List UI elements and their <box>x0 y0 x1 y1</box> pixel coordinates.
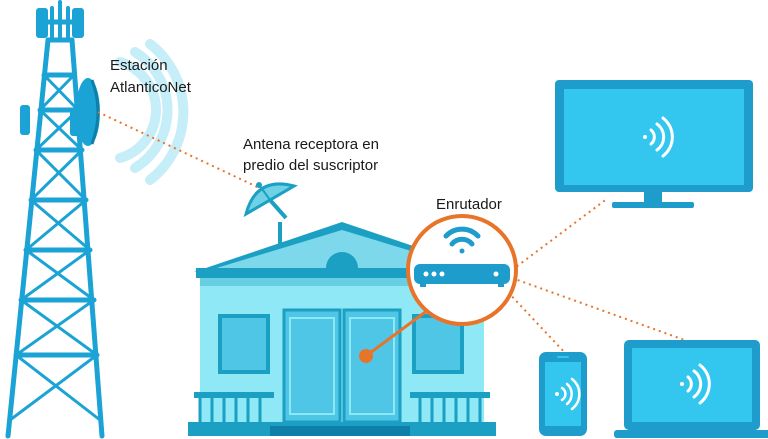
cell-tower-icon <box>5 0 105 439</box>
antenna-label-line2: predio del suscriptor <box>243 157 379 174</box>
router-label: Enrutador <box>436 196 502 213</box>
router-callout-dot <box>359 349 373 363</box>
wifi-icon <box>443 226 481 254</box>
tv-icon <box>555 80 753 208</box>
tower-panel-antenna <box>36 8 48 38</box>
station-label-line2: AtlanticoNet <box>110 79 191 96</box>
router-callout-line <box>365 308 429 358</box>
station-label-line1: Estación <box>110 57 168 74</box>
tv-wifi-icon <box>643 116 674 158</box>
wifi-links <box>503 197 691 357</box>
phone-icon <box>539 352 587 436</box>
house-icon <box>188 222 496 436</box>
tower-panel-antenna <box>20 105 30 135</box>
antenna-label-line1: Antena receptora en <box>243 136 379 153</box>
phone-wifi-icon <box>555 377 581 411</box>
broadcast-waves <box>115 39 189 185</box>
router-icon <box>414 264 510 287</box>
satellite-dish-icon <box>243 182 298 246</box>
laptop-wifi-icon <box>680 363 711 405</box>
tower-panel-antenna <box>72 8 84 38</box>
link-tower-antenna <box>97 111 269 193</box>
tower-dish-icon <box>76 78 100 146</box>
